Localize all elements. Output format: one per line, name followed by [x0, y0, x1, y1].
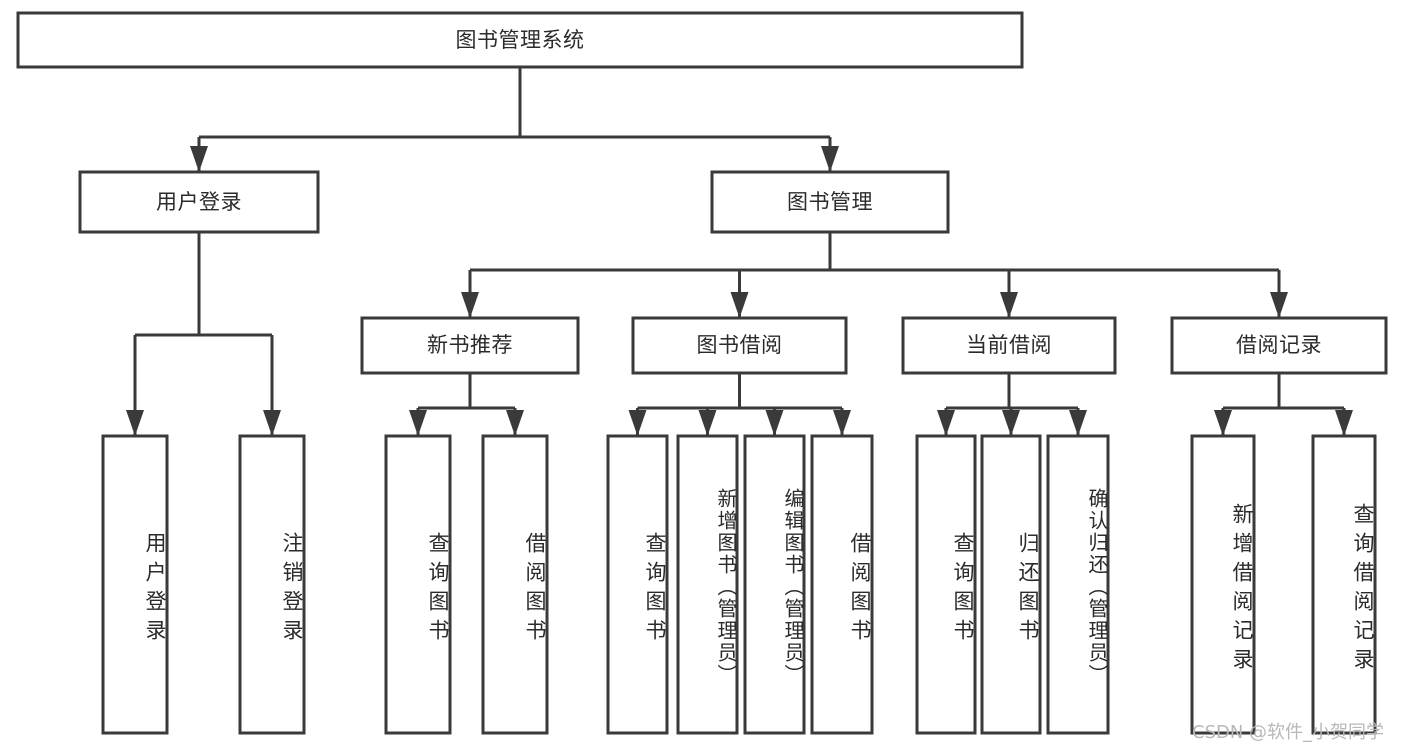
arrow-head-icon: [1002, 410, 1020, 436]
arrow-head-icon: [698, 410, 717, 436]
arrow-head-icon: [409, 410, 427, 436]
arrow-head-icon: [190, 146, 208, 172]
node-box-leaf-return-book[interactable]: [980, 434, 1042, 735]
arrow-head-icon: [1270, 292, 1288, 318]
node-box-borrow-record[interactable]: [1170, 316, 1388, 375]
node-box-leaf-user-login[interactable]: [101, 434, 169, 735]
arrow-head-icon: [263, 410, 281, 436]
arrow-head-icon: [833, 410, 851, 436]
node-box-root[interactable]: [16, 11, 1024, 69]
arrow-head-icon: [126, 410, 144, 436]
node-box-leaf-logout[interactable]: [238, 434, 306, 735]
arrow-head-icon: [1069, 410, 1087, 436]
node-box-leaf-query-book-3[interactable]: [915, 434, 977, 735]
arrow-head-icon: [506, 410, 524, 436]
arrow-head-icon: [730, 292, 749, 318]
arrow-head-icon: [461, 292, 479, 318]
node-box-leaf-edit-book[interactable]: [743, 434, 806, 735]
arrow-head-icon: [765, 410, 784, 436]
node-box-current-borrow[interactable]: [901, 316, 1117, 375]
node-box-book-borrow[interactable]: [631, 316, 848, 375]
arrow-head-icon: [1214, 410, 1232, 436]
node-box-leaf-query-book-1[interactable]: [384, 434, 452, 735]
node-box-user-login[interactable]: [78, 170, 320, 234]
node-box-leaf-add-book[interactable]: [676, 434, 739, 735]
node-box-leaf-confirm-return[interactable]: [1046, 434, 1110, 735]
node-box-leaf-query-record[interactable]: [1311, 434, 1377, 735]
arrow-head-icon: [1000, 292, 1018, 318]
node-boxes-layer: [16, 11, 1388, 735]
node-box-leaf-query-book-2[interactable]: [606, 434, 669, 735]
node-box-leaf-borrow-book-1[interactable]: [481, 434, 549, 735]
node-box-leaf-add-record[interactable]: [1190, 434, 1256, 735]
arrow-head-icon: [937, 410, 955, 436]
node-box-new-book-recommend[interactable]: [360, 316, 580, 375]
node-box-leaf-borrow-book-2[interactable]: [810, 434, 874, 735]
arrow-head-icon: [821, 146, 839, 172]
node-box-book-manage[interactable]: [710, 170, 950, 234]
arrow-head-icon: [628, 410, 647, 436]
connectors-layer: [126, 67, 1353, 436]
arrow-head-icon: [1335, 410, 1353, 436]
